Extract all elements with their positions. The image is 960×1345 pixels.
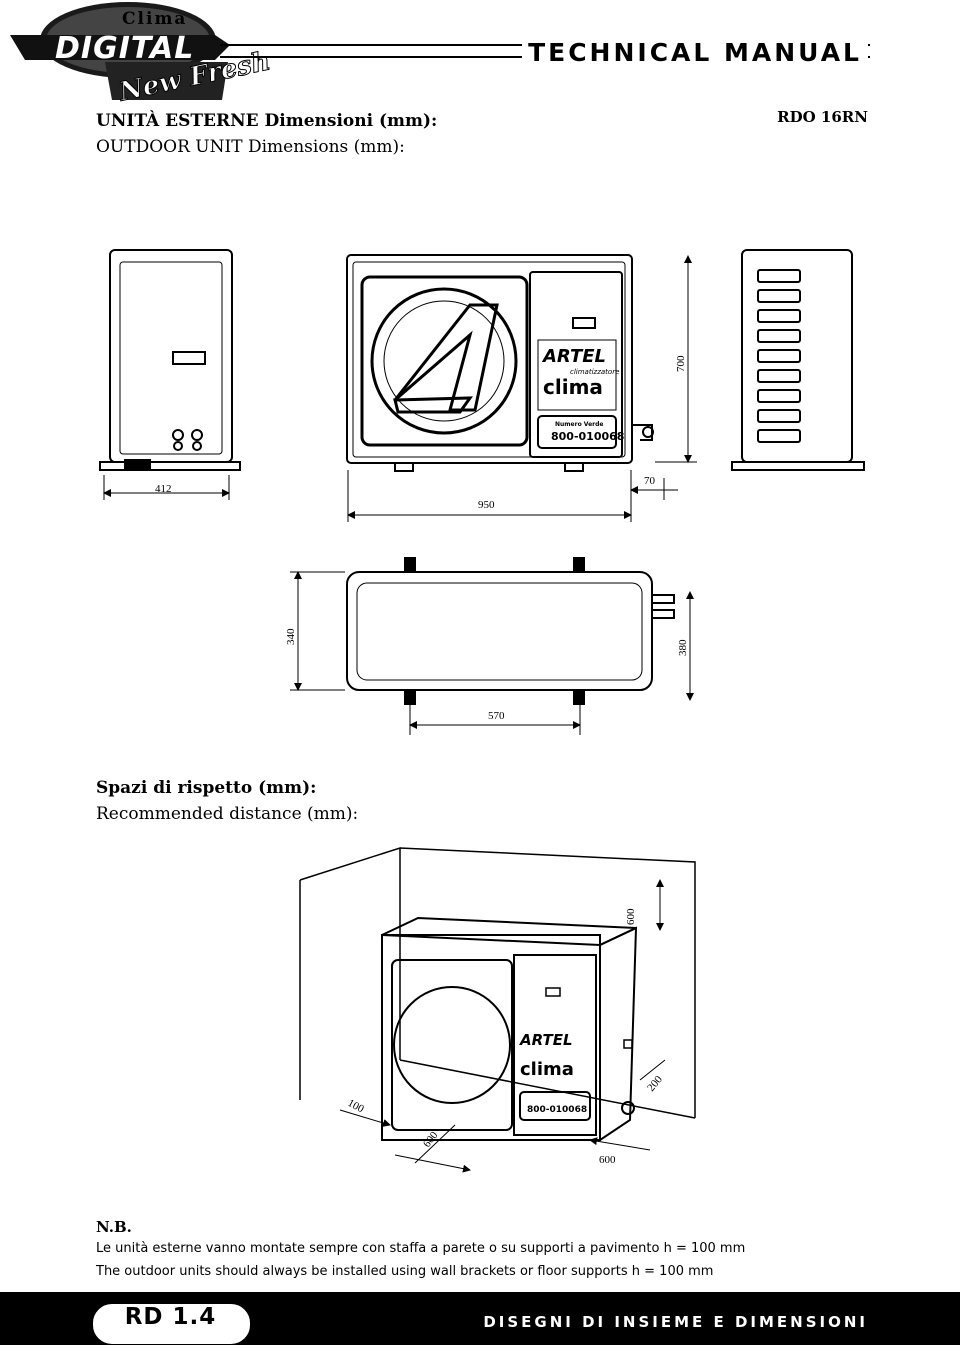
dim-side-width-label: 412 [155, 483, 172, 495]
clima-digital-logo [10, 2, 230, 100]
dim-front-width-label: 950 [478, 499, 495, 511]
clearance-drawing [299, 846, 696, 1141]
clearance-hotline-number: 800-010068 [527, 1105, 587, 1115]
dim-height-label: 700 [675, 355, 687, 372]
note-title: N.B. [96, 1218, 132, 1236]
clearance-front-label: 600 [421, 1129, 441, 1150]
clearance-right-line [639, 1059, 666, 1081]
footer-code: RD 1.4 [124, 1304, 217, 1330]
clearance-right-label: 200 [645, 1073, 665, 1094]
top-view-drawing [346, 557, 675, 705]
logo-digital-text: DIGITAL [55, 31, 195, 66]
clearance-side-label: 600 [599, 1154, 616, 1166]
right-side-view-drawing [731, 249, 865, 471]
dim-top-depth-label: 340 [285, 628, 297, 645]
dimensions-heading-en: OUTDOOR UNIT Dimensions (mm): [96, 137, 405, 157]
side-view-drawing [99, 249, 241, 471]
model-code: RDO 16RN [777, 108, 868, 126]
clearance-front-line [394, 1154, 471, 1173]
dimensions-heading: UNITÀ ESTERNE Dimensioni (mm): OUTDOOR U… [96, 108, 437, 160]
clearance-side-line [589, 1137, 651, 1151]
unit-hotline-number: 800-010068 [551, 430, 624, 443]
note-line-en: The outdoor units should always be insta… [96, 1264, 714, 1279]
clearance-unit-brand: ARTEL [519, 1031, 573, 1049]
footer-section-label: DISEGNI DI INSIEME E DIMENSIONI [483, 1313, 868, 1331]
clearance-unit-name: clima [520, 1059, 574, 1080]
unit-hotline-label: Numero Verde [555, 421, 604, 428]
note-line-it: Le unità esterne vanno montate sempre co… [96, 1241, 746, 1256]
clearance-top-label: 600 [625, 908, 637, 925]
clearance-heading: Spazi di rispetto (mm): Recommended dist… [96, 775, 358, 827]
footer-code-badge [93, 1304, 250, 1344]
clearance-heading-it: Spazi di rispetto (mm): [96, 778, 317, 798]
dim-feet-spacing-label: 570 [488, 710, 505, 722]
manual-title: TECHNICAL MANUAL [522, 38, 868, 67]
dimensions-heading-it: UNITÀ ESTERNE Dimensioni (mm): [96, 111, 438, 131]
logo-clima-text: Clima [122, 9, 188, 29]
dim-top-depth-feet-label: 380 [677, 639, 689, 656]
front-view-drawing [346, 254, 654, 472]
dim-pipe-offset-label: 70 [644, 475, 656, 487]
unit-name-text: clima [543, 375, 603, 399]
unit-brand-text: ARTEL [541, 346, 606, 367]
clearance-left-line [339, 1109, 391, 1127]
unit-subtitle-text: climatizzatore [570, 368, 619, 376]
clearance-heading-en: Recommended distance (mm): [96, 804, 359, 824]
clearance-front-extent-line [414, 1124, 456, 1164]
